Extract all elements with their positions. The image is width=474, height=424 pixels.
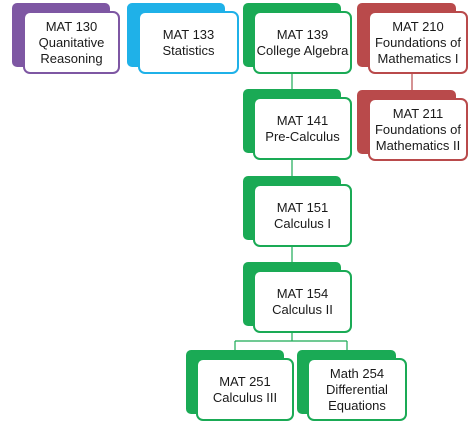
course-title-line: Reasoning (40, 50, 103, 66)
course-code: MAT 210 (392, 18, 444, 34)
course-box-mat210: MAT 210 Foundations of Mathematics I (368, 11, 468, 74)
course-title-line: Foundations of (374, 34, 461, 50)
course-code: MAT 133 (162, 26, 215, 42)
course-code: MAT 130 (45, 18, 98, 34)
course-code: MAT 154 (276, 285, 329, 301)
course-box-mat151: MAT 151 Calculus I (253, 184, 352, 247)
course-node-mat151: MAT 151 Calculus I (243, 176, 352, 247)
course-node-mat211: MAT 211 Foundations of Mathematics II (357, 90, 468, 161)
course-code: MAT 251 (219, 373, 271, 389)
course-node-mat154: MAT 154 Calculus II (243, 262, 352, 333)
course-box-mat211: MAT 211 Foundations of Mathematics II (368, 98, 468, 161)
course-title-line: College Algebra (256, 42, 349, 58)
course-title-line: Mathematics II (375, 137, 461, 153)
course-code: MAT 141 (276, 112, 329, 128)
course-node-mat133: MAT 133 Statistics (127, 3, 239, 74)
course-title-line: Foundations of (374, 121, 461, 137)
course-box-mat139: MAT 139 College Algebra (253, 11, 352, 74)
course-node-mat210: MAT 210 Foundations of Mathematics I (357, 3, 468, 74)
course-box-mat251: MAT 251 Calculus III (196, 358, 294, 421)
course-node-mat141: MAT 141 Pre-Calculus (243, 89, 352, 160)
course-node-mat130: MAT 130 Quanitative Reasoning (12, 3, 120, 74)
course-title-line: Equations (328, 397, 386, 413)
course-title-line: Calculus III (212, 389, 278, 405)
course-title-line: Calculus II (272, 301, 333, 317)
course-title-line: Calculus I (273, 215, 332, 231)
course-code: MAT 211 (392, 105, 444, 121)
course-title-line: Statistics (162, 42, 215, 58)
course-title-line: Quanitative (38, 34, 105, 50)
course-code: MAT 151 (276, 199, 329, 215)
course-node-math254: Math 254 Differential Equations (297, 350, 407, 421)
course-title-line: Differential (326, 381, 388, 397)
course-code: Math 254 (329, 365, 385, 381)
course-box-mat141: MAT 141 Pre-Calculus (253, 97, 352, 160)
course-title-line: Pre-Calculus (265, 128, 340, 144)
course-box-mat133: MAT 133 Statistics (138, 11, 239, 74)
course-code: MAT 139 (276, 26, 329, 42)
course-box-math254: Math 254 Differential Equations (307, 358, 407, 421)
course-box-mat154: MAT 154 Calculus II (253, 270, 352, 333)
course-title-line: Mathematics I (377, 50, 459, 66)
course-node-mat139: MAT 139 College Algebra (243, 3, 352, 74)
course-node-mat251: MAT 251 Calculus III (186, 350, 294, 421)
course-box-mat130: MAT 130 Quanitative Reasoning (23, 11, 120, 74)
